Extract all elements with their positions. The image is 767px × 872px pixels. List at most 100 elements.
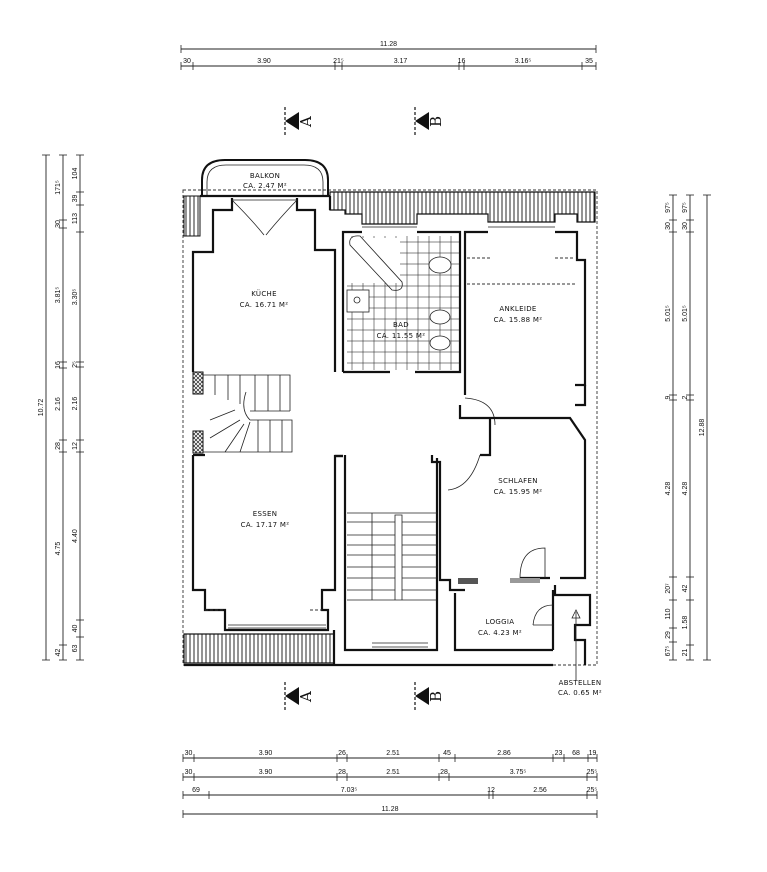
dimension-label: 69 [192,787,200,794]
dimension-label: 104 [72,168,79,180]
dimension-label: 23 [555,750,563,757]
dimension-label: 67⁵ [665,646,672,657]
dimension-label: 110 [665,608,672,619]
dimension-label: 5.01⁵ [665,305,672,322]
dimension-label: 19 [589,750,597,757]
room-name: LOGGIA [486,618,515,626]
dimension-label: 40 [72,625,79,633]
wall-schlafen [430,385,587,592]
room-area: CA. 16.71 M² [240,301,289,309]
dimension-label: 21 [682,649,689,657]
balcony-door [231,199,298,236]
dimension-label: 3.90 [257,58,271,65]
dimension-label: 3.90 [259,750,273,757]
dimension-label: 3.90 [259,769,273,776]
dimension-label: 4.40 [72,529,79,543]
room-area: CA. 2.47 M² [243,182,287,190]
room-essen: ESSEN CA. 17.17 M² [241,510,290,529]
room-ankleide: ANKLEIDE CA. 15.88 M² [494,305,543,324]
dimension-label: 5.01⁵ [682,305,689,322]
dimension-label: 3.17 [394,58,408,65]
section-label: A [297,116,315,128]
section-marker-a-top: A [284,107,315,135]
dimension-label: 29 [665,631,672,639]
room-abstellen: ABSTELLEN CA. 0.65 M² [558,679,602,697]
dimension-label: 12.88 [699,419,706,437]
section-marker-a-bottom: A [284,682,315,710]
room-loggia: LOGGIA CA. 4.23 M² [478,618,522,637]
dimension-label: 2 [682,395,689,399]
room-bad: BAD CA. 11.55 M² [377,321,426,340]
room-balkon: BALKON CA. 2.47 M² [243,172,287,190]
dimension-label: 12 [72,442,79,450]
dimension-label: 4.28 [682,482,689,496]
dimension-label: 63 [72,645,79,653]
room-area: CA. 0.65 M² [558,689,602,697]
roof-hatch-top [329,191,596,225]
room-name: BAD [393,321,409,329]
dimension-label: 25⁵ [587,787,598,794]
dimension-label: 42 [55,649,62,657]
main-staircase [335,454,439,652]
dimension-label: 2.16 [72,397,79,411]
dimension-label: 30 [665,222,672,230]
dimension-label: 11.28 [380,41,397,48]
room-area: CA. 4.23 M² [478,629,522,637]
dimension-label: 39 [72,195,79,203]
dimension-label: 12 [487,787,495,794]
section-label: B [427,116,445,127]
room-kueche: KÜCHE CA. 16.71 M² [240,289,289,309]
dimension-label: 3.30⁵ [72,289,79,306]
dimension-label: 7.03⁵ [341,787,358,794]
dimension-label: 16 [458,58,466,65]
dimension-label: 10.72 [38,399,45,417]
winding-staircase [192,371,293,454]
section-marker-b-bottom: B [414,682,445,710]
dimension-label: 171⁵ [55,180,62,195]
roof-hatch-bottom [183,633,335,664]
section-label: A [297,691,315,703]
room-name: ABSTELLEN [559,679,602,687]
balcony [201,159,329,196]
dimension-label: 30 [682,222,689,230]
section-marker-b-top: B [414,107,445,135]
room-name: SCHLAFEN [498,477,538,485]
dimension-label: 45 [443,750,451,757]
dimension-label: 35 [585,58,593,65]
dimension-label: 30 [185,750,193,757]
wall-ankleide [463,230,587,395]
dimension-label: 97⁵ [665,202,672,213]
room-area: CA. 17.17 M² [241,521,290,529]
room-area: CA. 11.55 M² [377,332,426,340]
dimension-label: 1.58 [682,616,689,630]
room-name: ESSEN [253,510,277,518]
dimension-label: 2.16 [55,397,62,411]
dimension-label: 30 [185,769,193,776]
roof-hatch-left [183,195,201,237]
dimension-label: 21⁵ [333,58,344,65]
dimension-label: 28 [338,769,346,776]
bathroom [341,226,462,374]
room-area: CA. 15.88 M² [494,316,543,324]
dimension-label: 68 [572,750,580,757]
dimension-label: 3.81⁵ [55,287,62,304]
section-label: B [427,691,445,702]
dimension-label: 113 [72,213,79,224]
dimension-label: 4.75 [55,542,62,556]
arrow-up-icon [571,609,581,680]
wall-loggia [437,585,592,667]
dimension-label: 26 [338,750,346,757]
dimension-label: 11.28 [382,806,399,813]
dimension-label: 2.51 [386,750,400,757]
room-name: BALKON [250,172,280,180]
dimension-label: 3.75⁵ [510,769,527,776]
wall-essen [191,196,343,632]
dimension-label: 30 [55,220,62,228]
room-name: ANKLEIDE [499,305,536,313]
dimension-label: 30 [183,58,191,65]
room-name: KÜCHE [251,289,277,298]
dimension-label: 2.51 [386,769,400,776]
dimension-label: 42 [682,585,689,593]
